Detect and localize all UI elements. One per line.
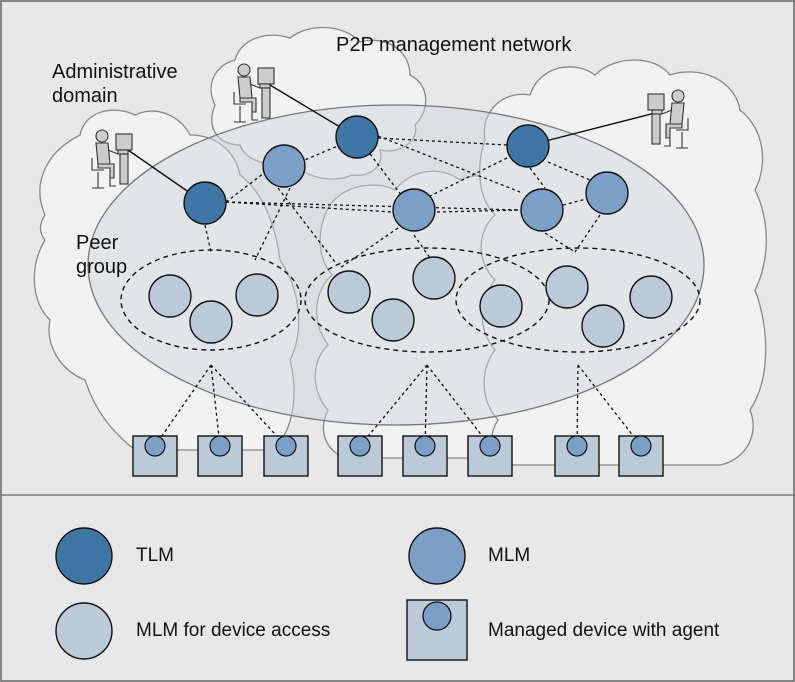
mlm-device-node (189, 300, 233, 344)
mlm-device-node (371, 298, 415, 342)
managed-device (467, 435, 513, 477)
legend-mlm-label: MLM (488, 545, 531, 566)
legend-mlm-icon (408, 527, 466, 585)
mlm-device-nodes (148, 256, 673, 348)
peer-group-right (455, 247, 701, 353)
administrator-icon (233, 63, 275, 123)
mlm-device-node (412, 256, 456, 300)
tlm-node (183, 181, 227, 225)
managed-devices (132, 435, 664, 477)
mlm-device-node (629, 275, 673, 319)
legend-mlm-device-icon (55, 602, 113, 660)
administrator-icon (647, 89, 689, 149)
tlm-node (506, 124, 550, 168)
peer-group-center (304, 247, 550, 353)
admin-link-right (529, 112, 656, 146)
administrator-figures (91, 63, 689, 189)
network-title: P2P management network (336, 34, 572, 56)
mlm-node (585, 171, 629, 215)
peer-links (154, 135, 642, 447)
legend-managed-device-icon (406, 599, 468, 661)
mlm-device-node (327, 270, 371, 314)
peer-groups (120, 247, 701, 353)
peer-group-label-line2: group (76, 256, 128, 278)
mlm-node (262, 144, 306, 188)
managed-device (132, 435, 178, 477)
mlm-device-node (148, 274, 192, 318)
tlm-node (335, 115, 379, 159)
managed-device (263, 435, 309, 477)
mlm-node (392, 188, 436, 232)
legend-tlm-label: TLM (136, 545, 174, 566)
p2p-network-ellipse (87, 104, 705, 426)
legend-tlm-icon (55, 527, 113, 585)
peer-group-label-line1: Peer (76, 232, 119, 254)
managed-device (554, 435, 600, 477)
mlm-device-node (235, 273, 279, 317)
admin-domain-label-line2: domain (52, 85, 118, 107)
mlm-node (520, 188, 564, 232)
managed-device (402, 435, 448, 477)
legend-mlm-device-label: MLM for device access (136, 620, 331, 641)
mlm-device-node (479, 284, 523, 328)
tlm-nodes (183, 115, 550, 225)
mlm-device-node (581, 304, 625, 348)
managed-device (618, 435, 664, 477)
administrator-icon (91, 129, 133, 189)
managed-device (197, 435, 243, 477)
peer-group-left (120, 249, 302, 351)
mlm-device-node (545, 265, 589, 309)
managed-device (337, 435, 383, 477)
legend-managed-device-label: Managed device with agent (488, 620, 720, 641)
admin-domain-label-line1: Administrative (52, 61, 178, 83)
mlm-nodes (262, 144, 629, 232)
